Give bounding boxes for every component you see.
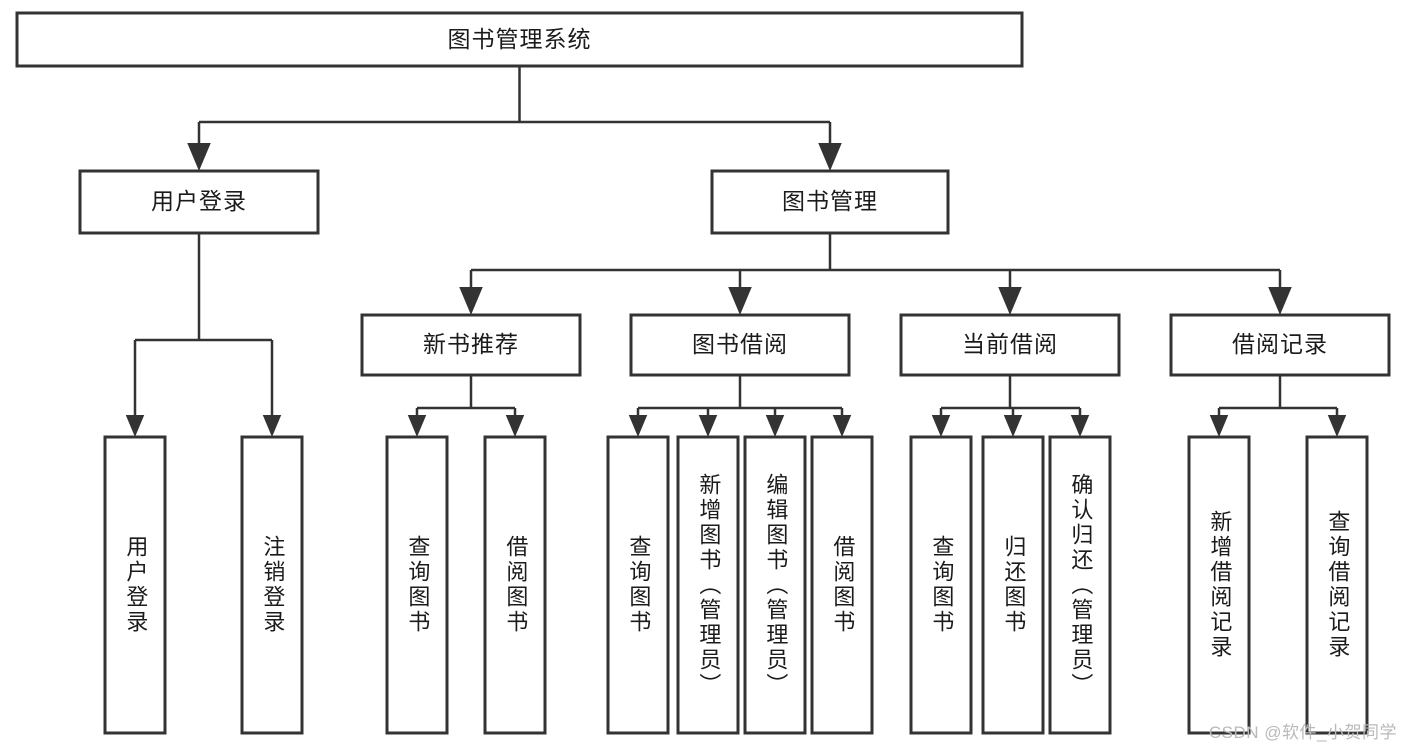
connector-layer bbox=[125, 66, 1347, 437]
arrow-head-icon-book-manage bbox=[818, 143, 842, 171]
node-box-layer bbox=[15, 11, 1391, 735]
node-box-book-borrow[interactable] bbox=[629, 313, 851, 377]
arrow-head-icon-leaf-borrow-book-2 bbox=[832, 415, 852, 437]
arrow-head-icon-leaf-add-record bbox=[1209, 415, 1229, 437]
node-box-leaf-query-book-1[interactable] bbox=[385, 435, 449, 735]
arrow-head-icon-leaf-query-book-3 bbox=[931, 415, 951, 437]
arrow-head-icon-leaf-query-book-1 bbox=[407, 415, 427, 437]
arrow-head-icon-current-borrow bbox=[998, 287, 1022, 315]
arrow-head-icon-leaf-confirm-return bbox=[1070, 415, 1090, 437]
arrow-head-icon-borrow-record bbox=[1268, 287, 1292, 315]
node-box-user-login[interactable] bbox=[78, 169, 320, 235]
node-box-leaf-edit-book[interactable] bbox=[743, 435, 807, 735]
arrow-head-icon-leaf-edit-book bbox=[765, 415, 785, 437]
node-box-leaf-user-login[interactable] bbox=[103, 435, 167, 735]
node-box-new-book-rec[interactable] bbox=[360, 313, 582, 377]
node-box-leaf-borrow-book-2[interactable] bbox=[810, 435, 874, 735]
arrow-head-icon-user-login bbox=[187, 143, 211, 171]
node-box-leaf-query-record[interactable] bbox=[1305, 435, 1369, 735]
node-box-leaf-logout[interactable] bbox=[240, 435, 304, 735]
arrow-head-icon-leaf-borrow-book-1 bbox=[505, 415, 525, 437]
node-box-current-borrow[interactable] bbox=[899, 313, 1121, 377]
node-box-leaf-add-record[interactable] bbox=[1187, 435, 1251, 735]
node-box-borrow-record[interactable] bbox=[1169, 313, 1391, 377]
arrow-head-icon-leaf-query-record bbox=[1327, 415, 1347, 437]
node-box-root[interactable] bbox=[15, 11, 1024, 68]
node-box-leaf-borrow-book-1[interactable] bbox=[483, 435, 547, 735]
arrow-head-icon-new-book-rec bbox=[459, 287, 483, 315]
node-box-book-manage[interactable] bbox=[710, 169, 950, 235]
node-box-leaf-return-book[interactable] bbox=[981, 435, 1045, 735]
node-box-leaf-add-book[interactable] bbox=[676, 435, 740, 735]
node-box-leaf-query-book-3[interactable] bbox=[909, 435, 973, 735]
arrow-head-icon-leaf-logout bbox=[262, 415, 282, 437]
arrow-head-icon-leaf-add-book bbox=[698, 415, 718, 437]
arrow-head-icon-leaf-query-book-2 bbox=[628, 415, 648, 437]
arrow-head-icon-leaf-return-book bbox=[1003, 415, 1023, 437]
node-box-leaf-confirm-return[interactable] bbox=[1048, 435, 1112, 735]
node-box-leaf-query-book-2[interactable] bbox=[606, 435, 670, 735]
arrow-head-icon-book-borrow bbox=[728, 287, 752, 315]
watermark: CSDN @软件_小贺同学 bbox=[1208, 723, 1397, 742]
arrow-head-icon-leaf-user-login bbox=[125, 415, 145, 437]
